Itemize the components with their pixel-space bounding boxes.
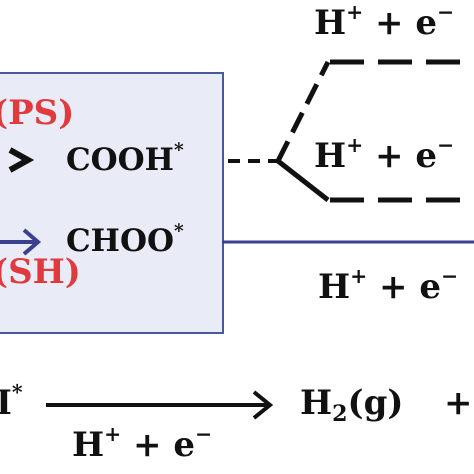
proton-charge: + <box>104 421 122 446</box>
electron-charge: − <box>437 132 455 157</box>
species-choo: CHOO* <box>66 222 184 259</box>
electron-text: + e <box>121 425 196 465</box>
bottom-arrow-head <box>252 390 274 420</box>
label-ps: (PS) <box>0 93 75 133</box>
highlight-box <box>0 72 224 334</box>
electron-charge: − <box>441 263 459 288</box>
electron-text: + e <box>363 3 438 43</box>
bottom-left-species: I* <box>0 382 23 423</box>
h2-phase: (g) <box>347 383 404 423</box>
h2-h: H <box>300 383 333 423</box>
proton-h: H <box>72 425 105 465</box>
choo-star: * <box>173 221 184 243</box>
bottom-arrow-label: H+ + e− <box>72 424 212 465</box>
h2-subscript: 2 <box>332 400 348 427</box>
proton-h: H <box>314 3 347 43</box>
proton-charge: + <box>350 263 368 288</box>
cooh-star: * <box>173 140 184 162</box>
proton-charge: + <box>346 132 364 157</box>
branch-down <box>276 159 330 202</box>
bottom-trailing-plus: + <box>444 383 473 423</box>
electron-text: + e <box>363 136 438 176</box>
proton-electron-low: H+ + e− <box>318 266 458 307</box>
species-choo-text: CHOO <box>66 223 174 259</box>
electron-text: + e <box>367 267 442 307</box>
proton-charge: + <box>346 0 364 24</box>
species-cooh: COOH* <box>66 141 184 178</box>
species-cooh-text: COOH <box>66 142 174 178</box>
h2-gas-product: H2(g) <box>300 383 404 425</box>
proton-h: H <box>318 267 351 307</box>
label-sh: (SH) <box>0 252 81 292</box>
electron-charge: − <box>195 421 213 446</box>
cooh-arrow-head <box>8 147 35 173</box>
bottom-species-text: I <box>0 383 12 423</box>
proton-h: H <box>314 136 347 176</box>
proton-electron-top: H+ + e− <box>314 2 454 43</box>
choo-arrow-head <box>22 228 42 256</box>
proton-electron-mid: H+ + e− <box>314 135 454 176</box>
branch-up <box>275 60 331 163</box>
electron-charge: − <box>437 0 455 24</box>
bottom-star: * <box>11 379 23 404</box>
